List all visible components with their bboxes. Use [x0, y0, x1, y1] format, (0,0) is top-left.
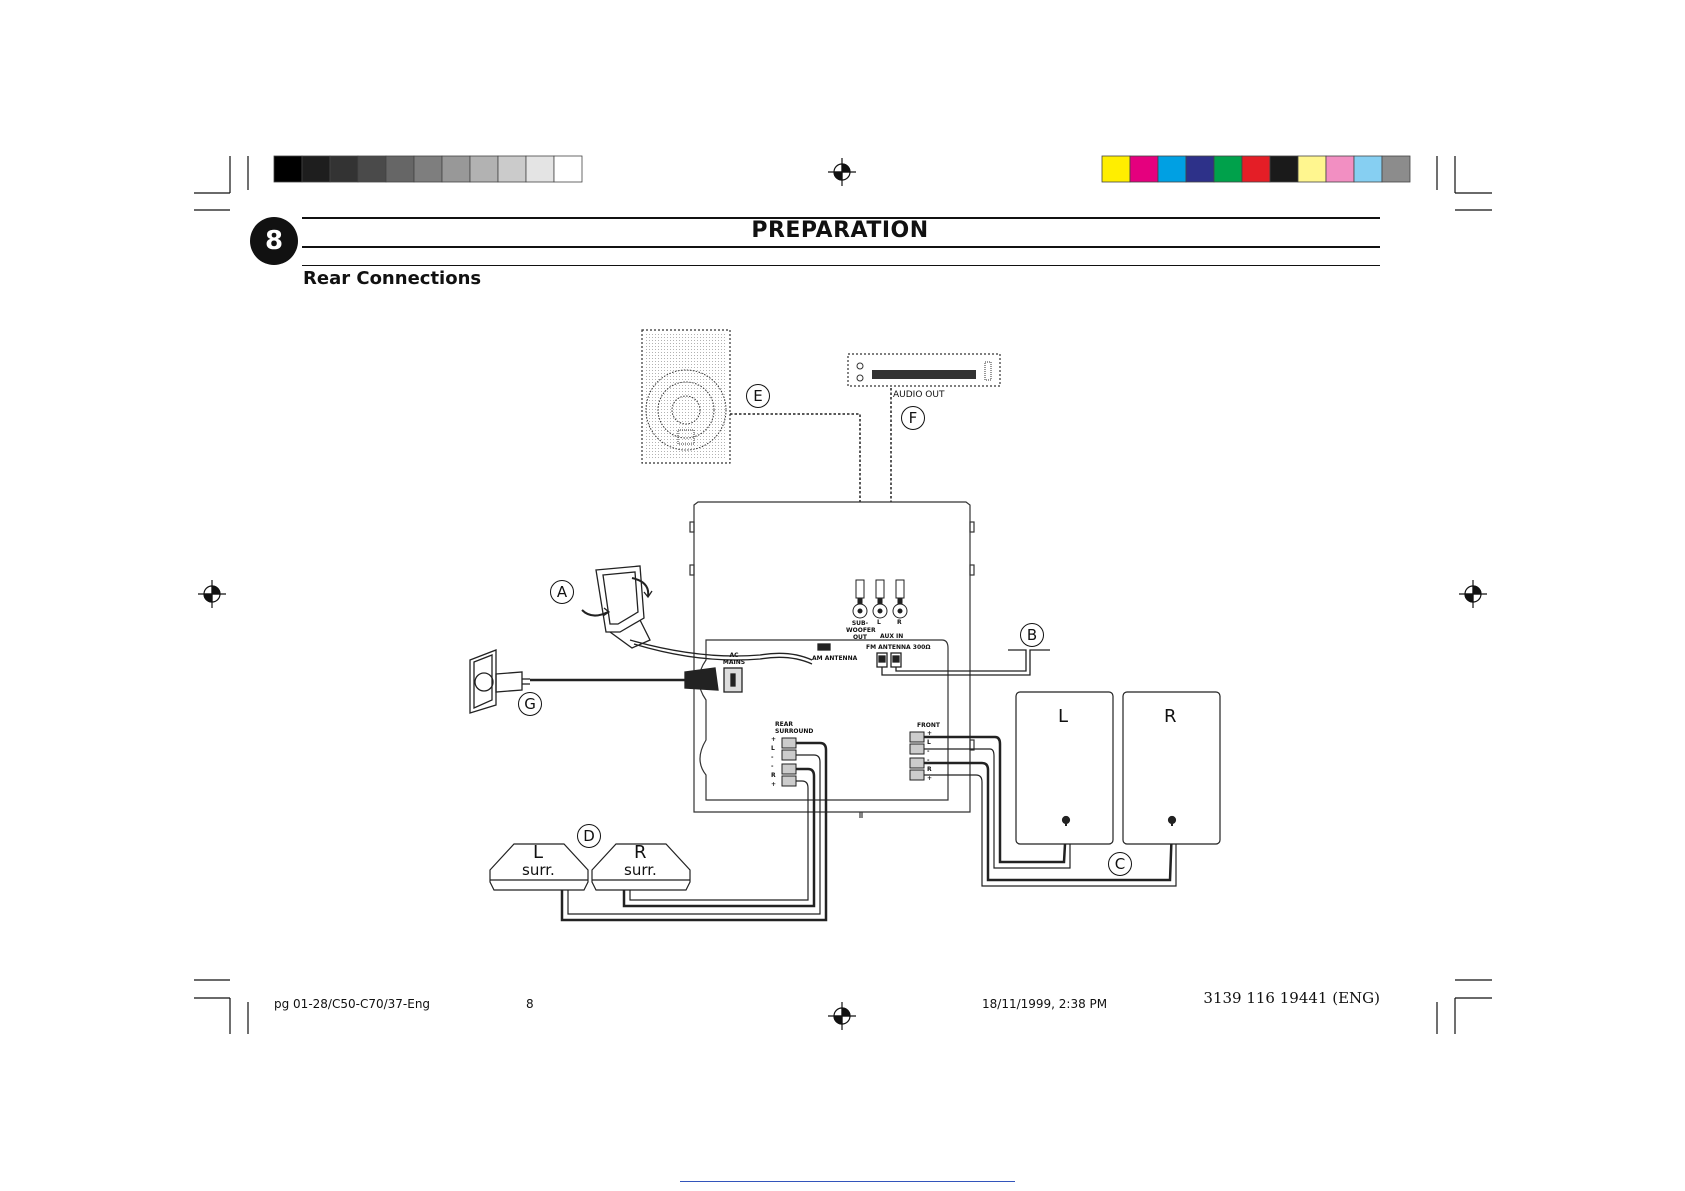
- surround-left-word: surr.: [522, 861, 555, 879]
- aux-l-label: L: [877, 619, 881, 626]
- external-audio-device: [848, 354, 1000, 386]
- rear-plus-2: +: [771, 781, 776, 788]
- rear-surround-label: REAR SURROUND: [775, 721, 813, 735]
- aux-r-label: R: [897, 619, 902, 626]
- callout-d: D: [577, 824, 601, 848]
- front-speakers: [1016, 692, 1220, 844]
- surround-speakers: [490, 844, 690, 890]
- rear-r-mark: R: [771, 772, 776, 779]
- bottom-rule: [680, 1181, 1015, 1182]
- fm-antenna-label: FM ANTENNA 300Ω: [866, 644, 930, 651]
- front-minus-1: -: [927, 748, 930, 755]
- callout-c: C: [1108, 852, 1132, 876]
- callout-b: B: [1020, 623, 1044, 647]
- subwoofer-out-label: SUB- WOOFER OUT: [846, 620, 874, 641]
- surround-right-word: surr.: [624, 861, 657, 879]
- audio-out-label: AUDIO OUT: [893, 390, 944, 400]
- aux-in-label: AUX IN: [880, 633, 903, 640]
- front-plus-1: +: [927, 730, 932, 737]
- am-antenna-label: AM ANTENNA: [812, 655, 857, 662]
- front-plus-2: +: [927, 775, 932, 782]
- surround-right-letter: R: [634, 842, 647, 863]
- ac-mains-label: AC MAINS: [722, 652, 746, 666]
- rear-l-mark: L: [771, 745, 775, 752]
- footer-datetime: 18/11/1999, 2:38 PM: [982, 997, 1107, 1011]
- rear-minus-2: -: [771, 763, 774, 770]
- front-minus-2: -: [927, 757, 930, 764]
- footer-file-ref: pg 01-28/C50-C70/37-Eng: [274, 997, 430, 1011]
- rca-jacks: [853, 580, 907, 618]
- front-left-speaker-label: L: [1058, 706, 1068, 727]
- footer-code: 3139 116 19441 (ENG): [1203, 989, 1380, 1007]
- callout-f: F: [901, 406, 925, 430]
- front-label: FRONT: [917, 722, 940, 729]
- front-l-mark: L: [927, 739, 931, 746]
- subwoofer: [642, 330, 730, 463]
- surround-left-letter: L: [533, 842, 543, 863]
- callout-a: A: [550, 580, 574, 604]
- front-r-mark: R: [927, 766, 932, 773]
- rear-plus-1: +: [771, 736, 776, 743]
- rear-minus-1: -: [771, 754, 774, 761]
- front-right-speaker-label: R: [1164, 706, 1177, 727]
- callout-e: E: [746, 384, 770, 408]
- callout-g: G: [518, 692, 542, 716]
- footer-page: 8: [526, 997, 534, 1011]
